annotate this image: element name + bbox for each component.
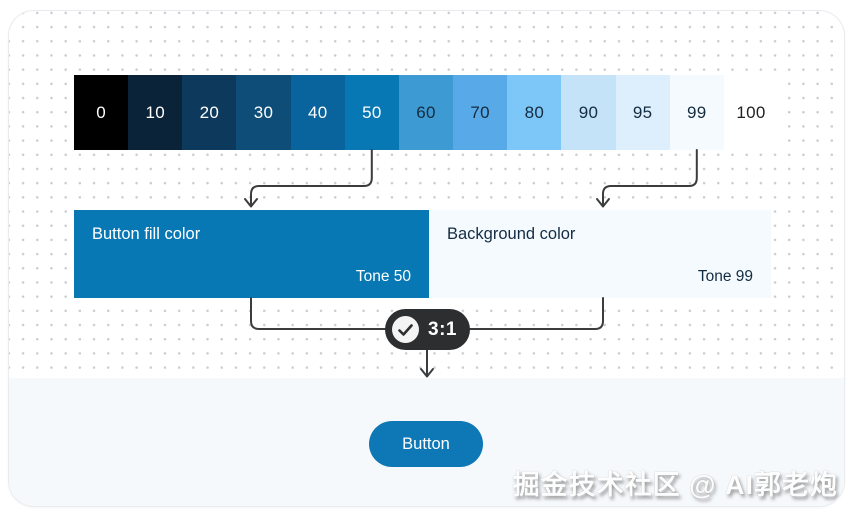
tone-swatch-70: 70 bbox=[453, 75, 508, 150]
demo-button[interactable]: Button bbox=[369, 421, 483, 467]
arrow-tone99-to-box bbox=[602, 149, 698, 206]
tone-swatch-30: 30 bbox=[236, 75, 291, 150]
tone-swatch-0: 0 bbox=[74, 75, 129, 150]
tone-swatch-90: 90 bbox=[561, 75, 616, 150]
tone-swatch-50: 50 bbox=[344, 75, 399, 150]
tone-swatch-100: 100 bbox=[723, 75, 779, 150]
tone-swatch-40: 40 bbox=[290, 75, 345, 150]
watermark-text: 掘金技术社区 @ AI郭老炮 bbox=[512, 470, 838, 500]
tone-swatch-60: 60 bbox=[398, 75, 454, 150]
arrow-tone50-to-box bbox=[250, 149, 373, 206]
tone-swatch-10: 10 bbox=[128, 75, 183, 150]
tone-swatch-20: 20 bbox=[182, 75, 237, 150]
check-icon bbox=[392, 316, 419, 343]
contrast-ratio-value: 3:1 bbox=[428, 318, 457, 340]
button-fill-color-box: Button fill color Tone 50 bbox=[74, 210, 429, 298]
tone-swatch-99: 99 bbox=[669, 75, 724, 150]
button-fill-color-label: Button fill color bbox=[92, 225, 201, 243]
contrast-ratio-badge: 3:1 bbox=[385, 309, 470, 350]
arrowhead-badge bbox=[420, 368, 434, 378]
tone-swatch-80: 80 bbox=[507, 75, 562, 150]
background-color-label: Background color bbox=[447, 225, 576, 243]
tone-swatch-95: 95 bbox=[615, 75, 670, 150]
arrowhead-tone50 bbox=[244, 198, 258, 208]
background-tone-label: Tone 99 bbox=[697, 268, 753, 285]
button-fill-tone-label: Tone 50 bbox=[355, 268, 411, 285]
arrowhead-tone99 bbox=[596, 198, 610, 208]
background-color-box: Background color Tone 99 bbox=[429, 210, 771, 298]
